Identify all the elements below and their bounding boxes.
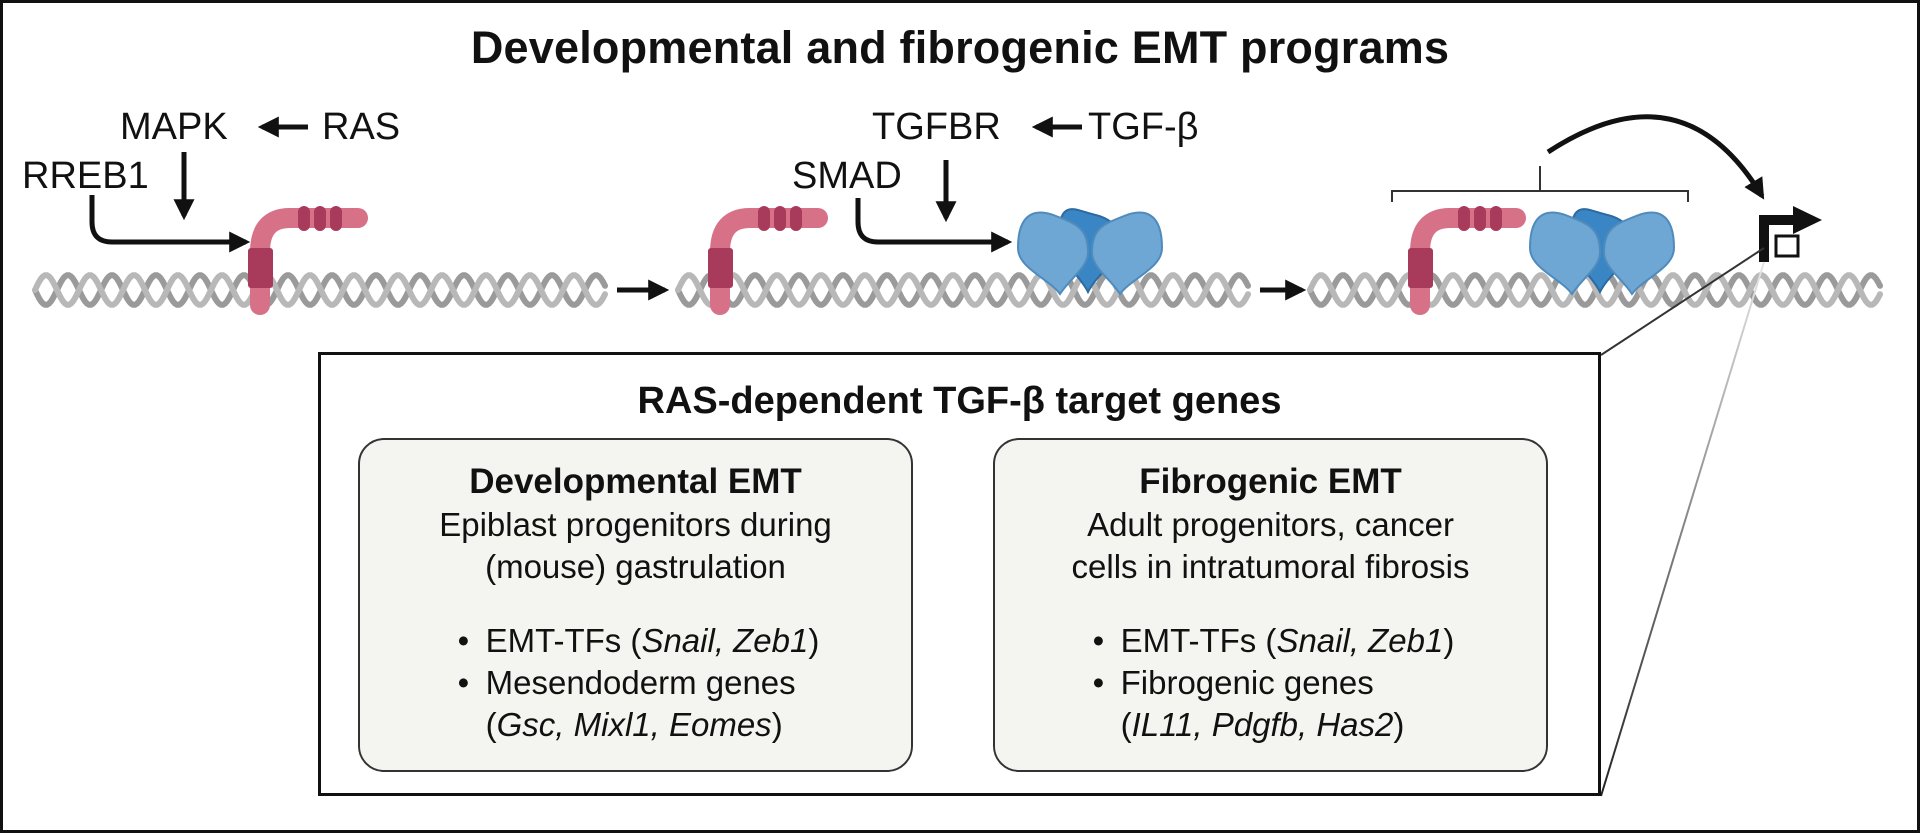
dna-backbone [32,272,608,308]
smad-complex-1 [1016,208,1164,296]
rreb1-protein-3 [1408,206,1526,315]
complex-bracket [1391,166,1689,202]
developmental-subtitle-line2: (mouse) gastrulation [485,548,786,586]
bullet-dot: • [457,663,470,701]
developmental-gene-list: •EMT-TFs (Snail, Zeb1) •Mesendoderm gene… [452,620,820,746]
list-item: •EMT-TFs (Snail, Zeb1) [452,620,820,662]
dna-strands [32,272,1883,308]
activation-arrow [1546,114,1765,200]
list-item: (Gsc, Mixl1, Eomes) [485,705,783,743]
fibrogenic-subtitle-line1: Adult progenitors, cancer [1087,506,1454,544]
smad-binding-arrow [855,198,1013,253]
dna-backbone [675,272,1251,308]
gene-names: IL11, Pdgfb, Has2 [1131,705,1394,743]
label-smad: SMAD [792,155,902,197]
fibrogenic-emt-panel: Fibrogenic EMT Adult progenitors, cancer… [993,438,1548,772]
dna-strand-3 [1307,272,1883,308]
fibrogenic-emt-subtitle: Adult progenitors, cancer cells in intra… [995,504,1546,588]
smad-complex-2 [1528,208,1676,296]
dna-strand-1 [32,272,608,308]
developmental-emt-title: Developmental EMT [469,462,802,501]
fibrogenic-subtitle-line2: cells in intratumoral fibrosis [1071,548,1470,586]
developmental-emt-subtitle: Epiblast progenitors during (mouse) gast… [360,504,911,588]
list-item: •Mesendoderm genes [452,662,820,704]
rreb1-protein-1 [248,206,368,315]
dna-backbone [1307,272,1883,308]
label-mapk: MAPK [120,106,228,148]
dna-strand-2 [675,272,1251,308]
label-rreb1: RREB1 [22,155,149,197]
rreb1-binding-arrow [89,195,251,253]
rreb1-protein-2 [708,206,828,315]
target-genes-title: RAS-dependent TGF-β target genes [637,380,1282,422]
developmental-subtitle-line1: Epiblast progenitors during [439,506,832,544]
target-genes-box: RAS-dependent TGF-β target genes Develop… [318,352,1601,796]
label-tgfb: TGF-β [1088,106,1199,148]
list-item: (IL11, Pdgfb, Has2) [1120,705,1405,743]
gene-names: Snail, Zeb1 [641,622,809,660]
label-tgfbr: TGFBR [872,106,1001,148]
list-item: •EMT-TFs (Snail, Zeb1) [1087,620,1455,662]
fibrogenic-emt-title: Fibrogenic EMT [1139,462,1402,501]
fibrogenic-gene-list: •EMT-TFs (Snail, Zeb1) •Fibrogenic genes… [1087,620,1455,746]
label-ras: RAS [322,106,401,148]
figure-title: Developmental and fibrogenic EMT program… [470,22,1450,73]
bullet-dot: • [457,622,470,660]
promoter-icon [1758,206,1822,267]
bullet-dot: • [1092,622,1105,660]
zoom-callout-lines [1600,247,1765,797]
gene-names: Gsc, Mixl1, Eomes [496,705,772,743]
list-item: •Fibrogenic genes [1087,662,1455,704]
developmental-emt-panel: Developmental EMT Epiblast progenitors d… [358,438,913,772]
bullet-dot: • [1092,663,1105,701]
gene-names: Snail, Zeb1 [1276,622,1444,660]
